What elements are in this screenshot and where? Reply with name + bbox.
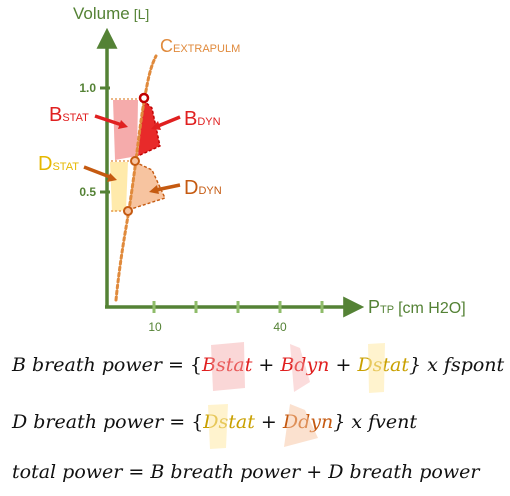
b-dyn-arrow xyxy=(157,115,181,128)
eq1-bstat-swatch xyxy=(211,342,245,391)
d-dyn-arrow-head xyxy=(149,185,159,194)
b-stat-area xyxy=(113,100,138,160)
b-dyn-arrow-head xyxy=(151,121,161,130)
x-axis-title: PTP[cm H2O] xyxy=(368,297,466,317)
eq1-bdyn-swatch xyxy=(290,344,310,392)
c-extrapulm-label: CEXTRAPULM xyxy=(160,36,240,56)
curve-point-mid xyxy=(130,156,140,166)
b-stat-label: BSTAT xyxy=(49,104,89,126)
b-dyn-label: BDYN xyxy=(184,108,221,130)
curve-point-top xyxy=(138,92,150,104)
d-stat-arrow-head xyxy=(107,173,117,182)
curve-point-low xyxy=(123,206,133,216)
y-axis-title: Volume[L] xyxy=(73,4,149,23)
equation-total-power: total power = B breath power + D breath … xyxy=(12,461,481,483)
d-stat-area xyxy=(110,162,128,212)
d-dyn-label: DDYN xyxy=(184,177,222,199)
d-dyn-arrow xyxy=(155,183,181,192)
b-stat-arrow-head xyxy=(118,120,128,129)
eq2-dstat-swatch xyxy=(208,404,228,449)
equation-d-breath-power: D breath power = {Dstat + Ddyn} x fvent xyxy=(11,411,417,433)
eq2-ddyn-swatch xyxy=(284,404,318,447)
y-tick-label-1-0: 1.0 xyxy=(79,81,96,95)
d-stat-label: DSTAT xyxy=(38,153,79,175)
equation-b-breath-power: B breath power = {Bstat + Bdyn + Dstat} … xyxy=(11,354,505,376)
d-dyn-area xyxy=(128,162,165,210)
b-stat-arrow xyxy=(94,114,123,127)
x-tick-label-40: 40 xyxy=(273,320,287,334)
eq1-dstat-swatch xyxy=(368,343,385,393)
x-tick-label-10: 10 xyxy=(148,320,162,334)
d-stat-arrow xyxy=(83,165,111,179)
y-tick-label-0-5: 0.5 xyxy=(79,185,96,199)
